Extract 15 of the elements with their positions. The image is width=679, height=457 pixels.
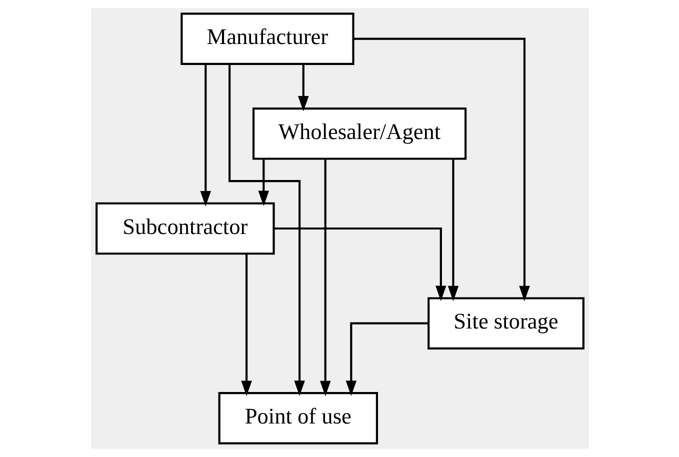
node-box: Subcontractor <box>95 202 274 255</box>
arrow <box>200 64 210 206</box>
arrow <box>345 322 428 396</box>
node-box: Point of use <box>218 392 378 444</box>
arrow <box>240 254 252 396</box>
arrow <box>298 64 308 112</box>
arrow <box>319 158 330 396</box>
node-box: Site storage <box>427 297 584 350</box>
arrow <box>258 159 268 206</box>
arrow <box>228 64 304 396</box>
arrow <box>447 158 458 302</box>
node-box: Manufacturer <box>180 12 354 65</box>
arrow <box>352 38 530 302</box>
node-box: Wholesaler/Agent <box>252 108 466 160</box>
arrow <box>273 227 446 302</box>
